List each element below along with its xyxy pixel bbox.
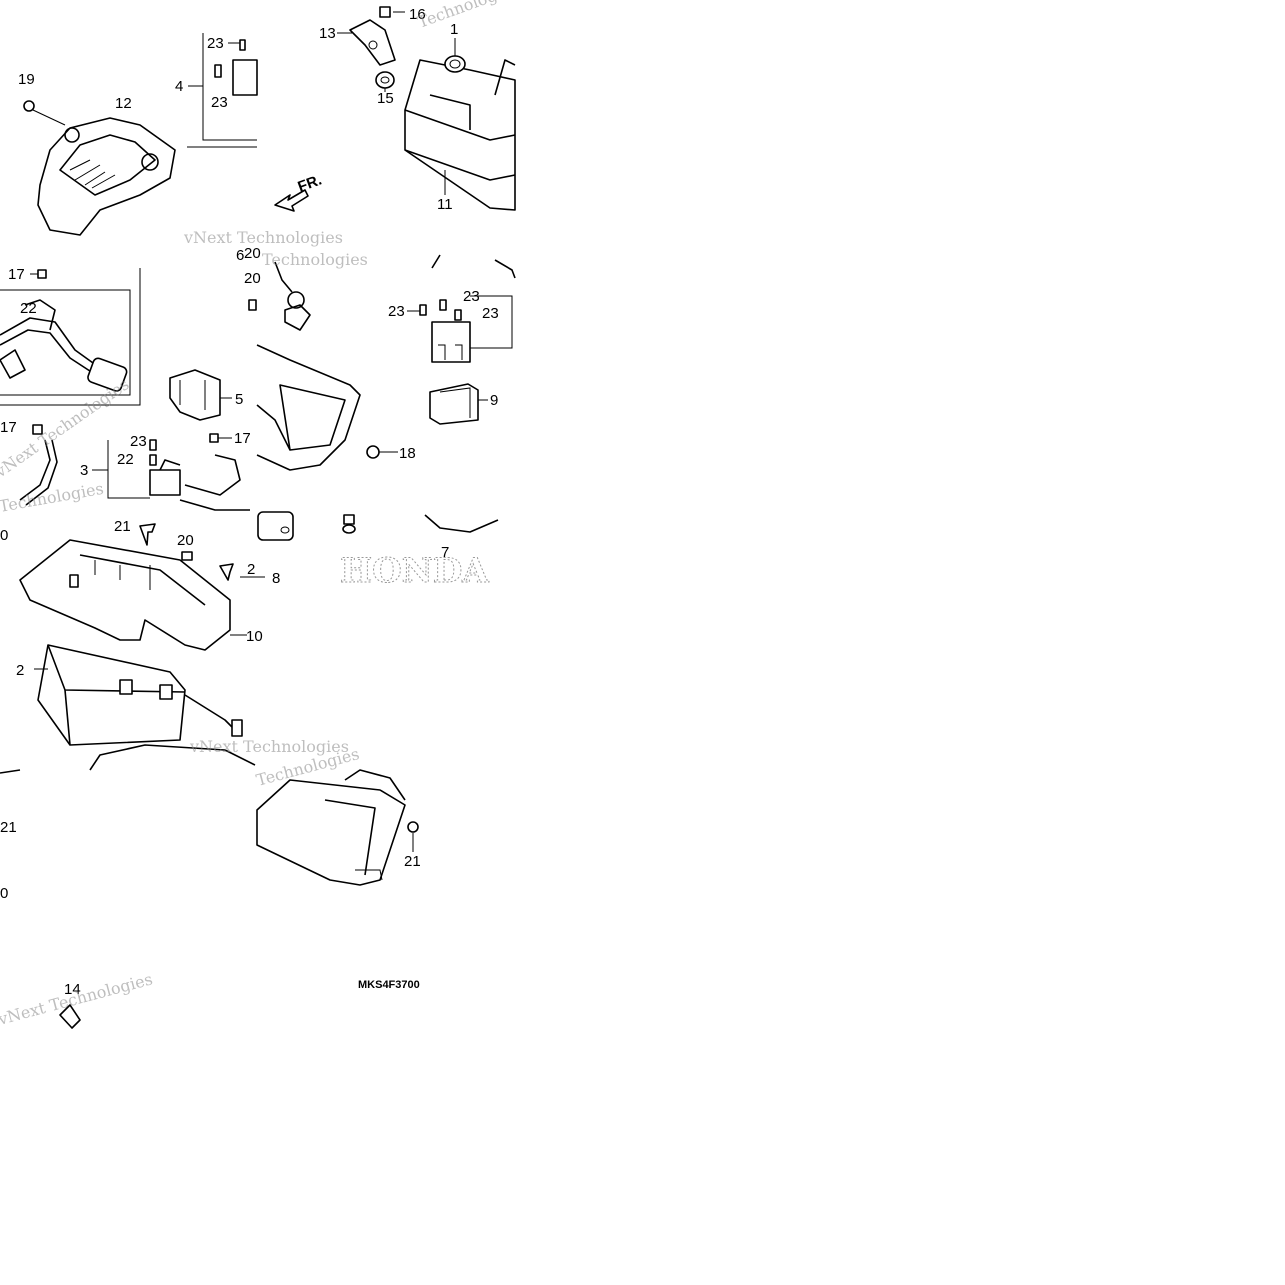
- callout-0a: 0: [0, 527, 8, 544]
- part-battery-cable: [89, 744, 256, 771]
- part-9-cover: [429, 383, 488, 425]
- watermark-8: vNext Technologies: [0, 969, 155, 1029]
- part-23-clips: [214, 39, 246, 78]
- part-7-bolt: [342, 514, 356, 534]
- callout-15: 15: [377, 90, 394, 107]
- callout-3: 3: [80, 462, 88, 479]
- callout-labels: 19 12 23 4 23 13 16 1 15 11 17 22 20 23 …: [0, 6, 499, 998]
- part-20-wire: [248, 261, 311, 331]
- part-10-case: [19, 539, 231, 651]
- part-23-relay: [407, 295, 513, 363]
- part-4-frame: [202, 33, 257, 141]
- part-2-battery: [37, 644, 186, 746]
- callout-22: 22: [20, 300, 37, 317]
- brand-mark: HONDA: [340, 551, 489, 591]
- callout-0b: 0: [0, 885, 8, 902]
- part-20-nut: [181, 551, 193, 561]
- part-1-grommet: [444, 38, 466, 73]
- direction-label: FR.: [296, 172, 325, 196]
- callout-12: 12: [115, 95, 132, 112]
- part-3-cable: [19, 439, 294, 541]
- callout-21b: 21: [404, 853, 421, 870]
- part-lower-case: [256, 769, 406, 886]
- part-8-screw: [219, 563, 265, 581]
- part-6-frame: [0, 289, 131, 396]
- callout-4: 4: [175, 78, 183, 95]
- watermark-4: Technologies: [415, 0, 521, 32]
- callout-17c: 17: [234, 430, 251, 447]
- callout-11: 11: [437, 196, 453, 213]
- callout-18: 18: [399, 445, 416, 462]
- part-14-part: [59, 1004, 81, 1029]
- watermark-3: vNext Technologies: [0, 375, 132, 482]
- watermark-2: vNext Technologies: [189, 737, 349, 756]
- callout-5: 5: [235, 391, 243, 408]
- callout-14: 14: [64, 981, 81, 998]
- callout-8: 8: [272, 570, 280, 587]
- part-18-screw: [366, 445, 398, 459]
- part-19-screw: [23, 100, 66, 126]
- watermark-5: Technologies: [262, 250, 368, 269]
- part-12-cover: [37, 117, 176, 236]
- callout-17b: 17: [0, 419, 17, 436]
- callout-2b: 2: [16, 662, 24, 679]
- callout-17: 17: [8, 266, 25, 283]
- callout-23f: 23: [130, 433, 147, 450]
- part-17-bolt: [30, 269, 47, 279]
- part-11-tray: [404, 59, 516, 211]
- callout-20c: 20: [244, 245, 261, 262]
- part-3-frame: [107, 440, 150, 499]
- callout-16: 16: [409, 6, 426, 23]
- callout-7: 7: [441, 544, 449, 561]
- callout-23: 23: [207, 35, 224, 52]
- part-21-clip: [139, 523, 156, 546]
- callout-23c: 23: [463, 288, 480, 305]
- callout-13: 13: [319, 25, 336, 42]
- callout-9: 9: [490, 392, 498, 409]
- callout-10: 10: [246, 628, 263, 645]
- callout-22b: 22: [117, 451, 134, 468]
- callout-19: 19: [18, 71, 35, 88]
- part-bracket-edge: [431, 254, 516, 279]
- callout-6: 6: [236, 247, 244, 264]
- part-15-washer: [375, 71, 395, 92]
- callout-23b: 23: [211, 94, 228, 111]
- part-terminal: [231, 719, 243, 737]
- part-22-clip: [149, 439, 157, 466]
- callout-21: 21: [114, 518, 131, 535]
- direction-arrow: [274, 189, 309, 212]
- part-13-bracket: [337, 19, 396, 66]
- callout-21c: 21: [0, 819, 17, 836]
- diagram-code: MKS4F3700: [358, 979, 420, 991]
- part-17b-bolt: [32, 424, 232, 443]
- watermark-1: vNext Technologies: [183, 228, 343, 247]
- callout-1: 1: [450, 21, 458, 38]
- callout-20: 20: [244, 270, 261, 287]
- callout-2: 2: [247, 561, 255, 578]
- part-tray-lower: [256, 344, 361, 471]
- part-16-bolt: [379, 6, 405, 18]
- part-21b-clip: [407, 821, 419, 852]
- callout-23d: 23: [388, 303, 405, 320]
- part-edge: [0, 769, 21, 774]
- part-6-harness: [0, 299, 128, 392]
- part-6-outer-frame: [0, 268, 141, 406]
- part-7-edge: [424, 514, 499, 533]
- watermark-6: Technologies: [0, 479, 105, 516]
- callout-20b: 20: [177, 532, 194, 549]
- part-5-holder: [169, 369, 232, 421]
- callout-23e: 23: [482, 305, 499, 322]
- part-4-relay: [232, 59, 258, 96]
